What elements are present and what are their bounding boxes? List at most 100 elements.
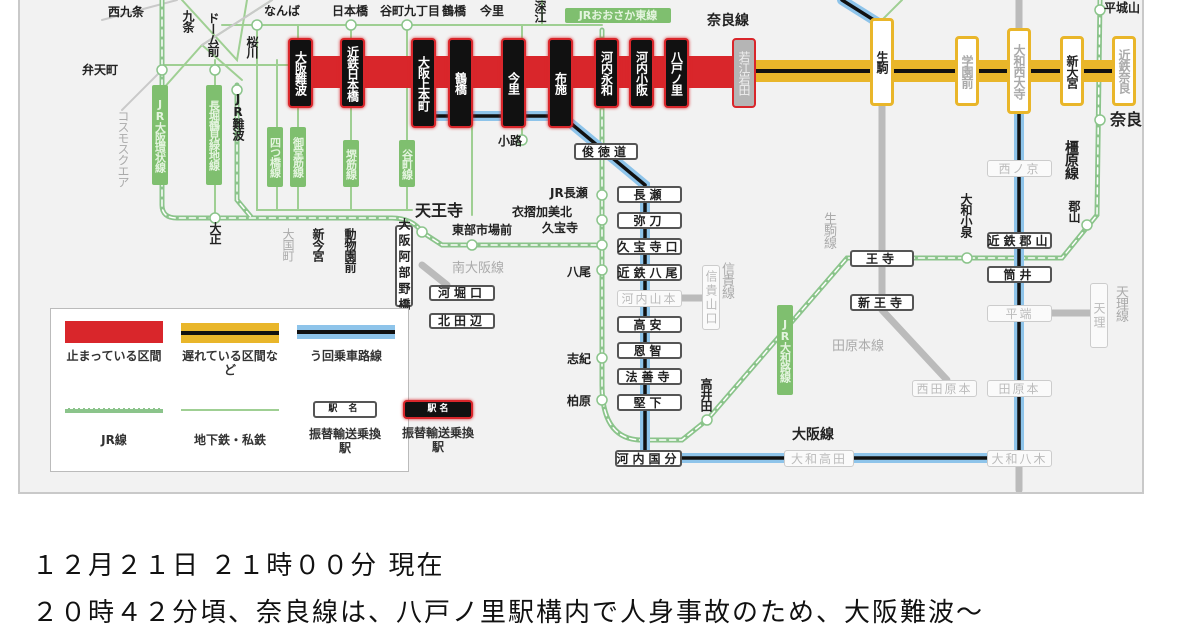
line-label: JR大阪環状線 — [152, 85, 168, 185]
legend-subway-label: 地下鉄・私鉄 — [193, 433, 266, 447]
transfer-station[interactable]: 河内国分 — [615, 450, 682, 467]
legend-stopped-swatch — [65, 321, 163, 343]
station-label: 深江 — [533, 0, 547, 22]
station-label: ドーム前 — [206, 12, 220, 56]
inactive-station[interactable]: 田原本 — [987, 380, 1052, 397]
inactive-station[interactable]: 西田原本 — [912, 380, 977, 397]
transfer-station[interactable]: 近鉄郡山 — [987, 232, 1052, 249]
station-label: 九条 — [181, 10, 195, 32]
station-label: 大正 — [208, 222, 222, 244]
station-label: 弁天町 — [82, 63, 119, 77]
station-label: JR長瀬 — [550, 186, 588, 200]
route-map: 大阪難波近鉄日本橋大阪上本町鶴橋今里布施河内永和河内小阪八戸ノ里若江岩田生駒学園… — [18, 0, 1144, 494]
delayed-station[interactable]: 学園前 — [955, 36, 979, 106]
stopped-station[interactable]: 大阪難波 — [288, 38, 313, 108]
station-label: 久宝寺 — [542, 221, 579, 235]
line-label: 谷町線 — [399, 140, 415, 187]
station-label: 志紀 — [567, 352, 592, 366]
notice-message: ２０時４２分頃、奈良線は、八戸ノ里駅構内で人身事故のため、大阪難波～ — [32, 598, 985, 628]
legend: 止まっている区間 遅れている区間など う回乗車路線 駅 名 JR線 地下鉄・私鉄… — [50, 308, 409, 472]
station-label: 西九条 — [108, 5, 145, 19]
station-label: 柏原 — [567, 394, 592, 408]
transfer-station[interactable]: 筒井 — [987, 266, 1052, 283]
station-label: 谷町九丁目 — [380, 4, 441, 18]
legend-jr-swatch — [65, 408, 163, 413]
legend-stopped-station-sample: 駅 名 — [403, 400, 473, 419]
station-label: 高井田 — [699, 378, 713, 411]
delayed-station[interactable]: 生駒 — [870, 18, 894, 106]
inactive-station[interactable]: 西ノ京 — [987, 160, 1052, 177]
line-label: 四つ橋線 — [267, 127, 283, 187]
station-label: 桜川 — [245, 36, 259, 58]
transfer-station[interactable]: 王寺 — [850, 250, 914, 267]
inactive-station[interactable]: 平端 — [987, 305, 1052, 322]
station-label: JR難波 — [231, 92, 245, 140]
legend-subway-swatch — [181, 409, 279, 411]
station-label: 新今宮 — [311, 228, 325, 261]
legend-jr-label: JR線 — [101, 433, 127, 447]
transfer-station[interactable]: 堅下 — [617, 394, 682, 411]
station-label: 八尾 — [567, 265, 592, 279]
inactive-station[interactable]: 大和八木 — [987, 450, 1052, 467]
station-label: 衣摺加美北 — [512, 205, 573, 219]
line-label: 奈良線 — [707, 13, 749, 29]
transfer-station[interactable]: 法善寺 — [617, 368, 682, 385]
stopped-station[interactable]: 布施 — [548, 38, 573, 128]
transfer-station[interactable]: 近鉄八尾 — [617, 264, 682, 281]
abenobashi-station[interactable]: 大阪阿部野橋 — [395, 218, 413, 314]
station-label: 平城山 — [1104, 1, 1141, 15]
transfer-station[interactable]: 恩智 — [617, 342, 682, 359]
transfer-station[interactable]: 新王寺 — [850, 294, 914, 311]
line-label: 御堂筋線 — [290, 127, 306, 187]
station-label: 今里 — [480, 4, 505, 18]
stopped-station[interactable]: 鶴橋 — [448, 38, 473, 128]
inactive-station[interactable]: 天理 — [1090, 283, 1108, 348]
legend-transfer-dark-label: 振替輸送乗換駅 — [402, 426, 475, 455]
stopped-end-station[interactable]: 若江岩田 — [732, 38, 756, 108]
delayed-station[interactable]: 近鉄奈良 — [1112, 36, 1136, 106]
stopped-station[interactable]: 河内永和 — [594, 38, 619, 108]
station-label: 小路 — [498, 134, 523, 148]
stopped-station[interactable]: 今里 — [501, 38, 526, 128]
transfer-station[interactable]: 高安 — [617, 316, 682, 333]
jr-station-dots — [156, 4, 1106, 426]
notice-timestamp: １２月２１日 ２１時００分 現在 — [32, 551, 445, 581]
stopped-station[interactable]: 近鉄日本橋 — [340, 38, 365, 108]
line-label: 天理線 — [1113, 285, 1128, 321]
stopped-station[interactable]: 河内小阪 — [629, 38, 654, 108]
legend-detour-swatch — [297, 325, 395, 339]
station-label: 郡山 — [1067, 200, 1081, 222]
line-label: 大阪線 — [792, 427, 834, 443]
station-label: 日本橋 — [332, 4, 369, 18]
line-label: JR大和路線 — [777, 305, 793, 395]
transfer-station[interactable]: 長瀬 — [617, 186, 682, 203]
transfer-station[interactable]: 久宝寺口 — [617, 238, 682, 255]
station-label: 東部市場前 — [452, 223, 513, 237]
transfer-station[interactable]: 俊徳道 — [574, 143, 638, 160]
legend-delayed-label: 遅れている区間など — [182, 349, 278, 378]
line-label: 南大阪線 — [452, 261, 505, 276]
legend-stopped-label: 止まっている区間 — [66, 349, 162, 363]
inactive-kintetsu-lines — [418, 0, 1094, 492]
line-label: 信貴線 — [719, 262, 734, 298]
line-label: 橿原線 — [1063, 140, 1079, 179]
inactive-station[interactable]: 大和高田 — [784, 450, 854, 467]
transfer-station[interactable]: 北田辺 — [429, 313, 495, 329]
station-label: 鶴橋 — [442, 4, 467, 18]
inactive-station[interactable]: 河内山本 — [617, 290, 682, 307]
station-label: 動物園前 — [343, 228, 357, 272]
line-label: 生駒線 — [821, 212, 836, 248]
delayed-station[interactable]: 新大宮 — [1060, 36, 1084, 106]
legend-delayed-swatch — [181, 323, 279, 343]
transfer-station[interactable]: 河堀口 — [429, 285, 495, 301]
inactive-station[interactable]: 信貴山口 — [702, 265, 720, 330]
station-label: 天王寺 — [415, 201, 464, 220]
delayed-station[interactable]: 大和西大寺 — [1007, 28, 1031, 114]
stopped-station[interactable]: 大阪上本町 — [411, 38, 436, 128]
transfer-station[interactable]: 弥刀 — [617, 212, 682, 229]
legend-detour-label: う回乗車路線 — [309, 349, 382, 363]
station-label: コスモスクエア — [116, 110, 130, 187]
line-label: 堺筋線 — [343, 140, 359, 187]
station-label: 奈良 — [1110, 110, 1143, 129]
stopped-station[interactable]: 八戸ノ里 — [664, 38, 689, 108]
